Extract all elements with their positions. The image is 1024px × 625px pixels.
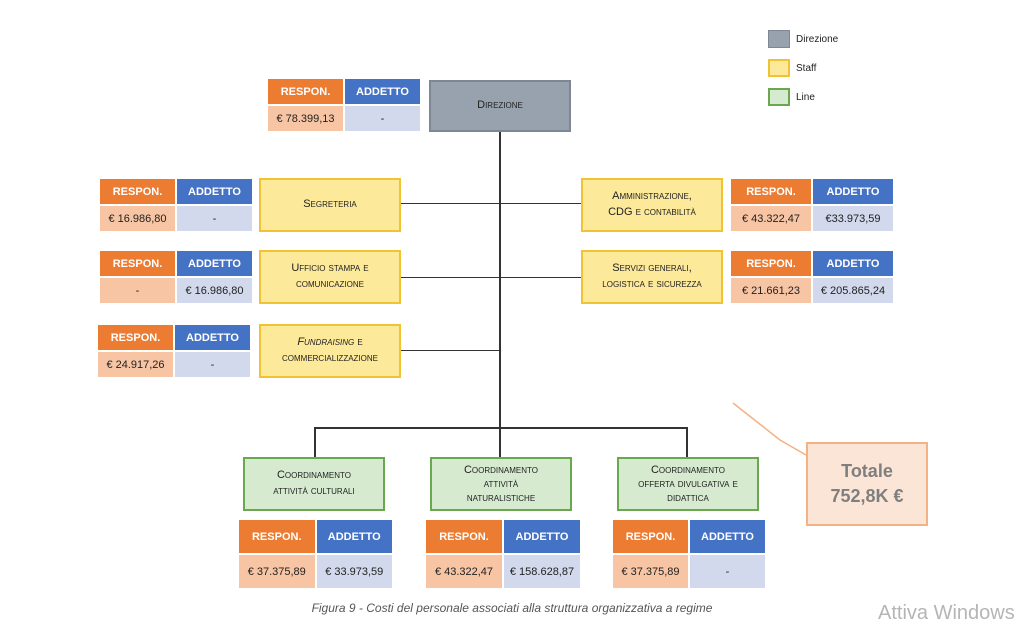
connector-line-horizontal [314,427,688,429]
node-direzione: Direzione [429,80,571,132]
node-servizi-generali-line1: Servizi generali, [612,262,692,275]
node-coord-divulgativa-line2: offerta divulgativa e [638,477,738,490]
node-amministrazione-line2: CDG e contabilità [608,206,696,218]
addetto-value: - [177,206,252,231]
cost-table-direzione: RESPON. ADDETTO € 78.399,13 - [268,79,420,131]
total-value: 752,8K € [830,486,904,506]
addetto-header: ADDETTO [504,520,580,553]
cost-table-coord-divulgativa: RESPON. ADDETTO € 37.375,89 - [613,520,765,588]
respon-value: € 43.322,47 [731,206,811,231]
connector-segreteria [401,203,500,204]
node-coord-divulgativa-line3: didattica [667,492,709,505]
addetto-header: ADDETTO [813,179,893,204]
node-coord-naturalistiche-line3: naturalistiche [466,492,536,505]
node-servizi-generali-line2: logistica e sicurezza [602,278,702,290]
connector-coord-culturali [314,427,316,457]
node-fundraising-line1-rest: e [354,336,363,349]
connector-coord-naturalistiche [499,427,501,457]
node-coord-culturali-line2: attività culturali [273,485,355,497]
node-amministrazione-line1: Amministrazione, [612,190,692,203]
node-fundraising-line2: commercializzazione [281,352,378,364]
node-direzione-label: Direzione [477,99,523,112]
cost-table-fundraising: RESPON. ADDETTO € 24.917,26 - [98,325,250,377]
node-servizi-generali: Servizi generali, logistica e sicurezza [581,250,723,304]
legend-swatch-direzione [768,30,790,48]
connector-main-vertical [499,132,501,428]
addetto-header: ADDETTO [316,520,392,553]
cost-table-ufficio-stampa: RESPON. ADDETTO - € 16.986,80 [100,251,252,303]
cost-table-segreteria: RESPON. ADDETTO € 16.986,80 - [100,179,252,231]
respon-value: € 24.917,26 [98,352,173,377]
addetto-value: € 16.986,80 [177,278,252,303]
node-ufficio-stampa-line2: comunicazione [296,278,364,290]
cost-table-coord-culturali: RESPON. ADDETTO € 37.375,89 € 33.973,59 [239,520,392,588]
connector-coord-divulgativa [686,427,688,457]
total-box: Totale 752,8K € [806,442,928,526]
node-fundraising-line1-em: Fundraising [297,336,355,349]
respon-header: RESPON. [731,179,811,204]
node-ufficio-stampa-line1: Ufficio stampa e [291,262,369,275]
respon-value: € 37.375,89 [239,555,315,588]
addetto-value: € 205.865,24 [813,278,893,303]
cost-table-servizi-generali: RESPON. ADDETTO € 21.661,23 € 205.865,24 [731,251,893,303]
connector-amministrazione [500,203,581,204]
node-segreteria-label: Segreteria [303,198,357,211]
respon-header: RESPON. [100,179,175,204]
node-segreteria: Segreteria [259,178,401,232]
addetto-header: ADDETTO [177,251,252,276]
addetto-value: € 158.628,87 [504,555,580,588]
respon-header: RESPON. [613,520,688,553]
respon-value: € 21.661,23 [731,278,811,303]
addetto-header: ADDETTO [690,520,765,553]
addetto-header: ADDETTO [175,325,250,350]
connector-ufficio-stampa [401,277,581,278]
figure-caption: Figura 9 - Costi del personale associati… [311,601,713,615]
total-callout-pointer [732,402,807,456]
respon-header: RESPON. [98,325,173,350]
respon-header: RESPON. [239,520,315,553]
respon-value: - [100,278,175,303]
addetto-header: ADDETTO [177,179,252,204]
legend-label-direzione: Direzione [796,34,839,45]
respon-header: RESPON. [268,79,343,104]
addetto-value: - [345,106,420,131]
respon-header: RESPON. [426,520,502,553]
cost-table-amministrazione: RESPON. ADDETTO € 43.322,47 €33.973,59 [731,179,893,231]
respon-value: € 78.399,13 [268,106,343,131]
respon-value: € 43.322,47 [426,555,502,588]
windows-activation-watermark: Attiva Windows [878,602,1015,624]
total-label: Totale [841,460,893,481]
legend-label-staff: Staff [796,63,817,74]
node-fundraising: Fundraising e commercializzazione [259,324,401,378]
total-callout-pointer-line [732,402,807,456]
node-coord-naturalistiche: Coordinamento attività naturalistiche [430,457,572,511]
addetto-value: - [690,555,765,588]
node-coord-naturalistiche-line2: attività [483,477,519,490]
node-fundraising-line1: Fundraising e [297,335,362,351]
addetto-header: ADDETTO [813,251,893,276]
node-coord-culturali-line1: Coordinamento [276,469,352,482]
node-amministrazione: Amministrazione, CDG e contabilità [581,178,723,232]
addetto-value: - [175,352,250,377]
respon-header: RESPON. [731,251,811,276]
node-ufficio-stampa: Ufficio stampa e comunicazione [259,250,401,304]
node-coord-divulgativa: Coordinamento offerta divulgativa e dida… [617,457,759,511]
connector-fundraising [401,350,500,351]
cost-table-coord-naturalistiche: RESPON. ADDETTO € 43.322,47 € 158.628,87 [426,520,580,588]
addetto-value: €33.973,59 [813,206,893,231]
legend-swatch-staff [768,59,790,77]
respon-value: € 16.986,80 [100,206,175,231]
node-coord-culturali: Coordinamento attività culturali [243,457,385,511]
legend-swatch-line [768,88,790,106]
node-coord-naturalistiche-line1: Coordinamento [463,463,539,476]
addetto-header: ADDETTO [345,79,420,104]
respon-header: RESPON. [100,251,175,276]
legend-label-line: Line [796,92,815,103]
node-coord-divulgativa-line1: Coordinamento [650,463,726,476]
addetto-value: € 33.973,59 [316,555,392,588]
respon-value: € 37.375,89 [613,555,688,588]
